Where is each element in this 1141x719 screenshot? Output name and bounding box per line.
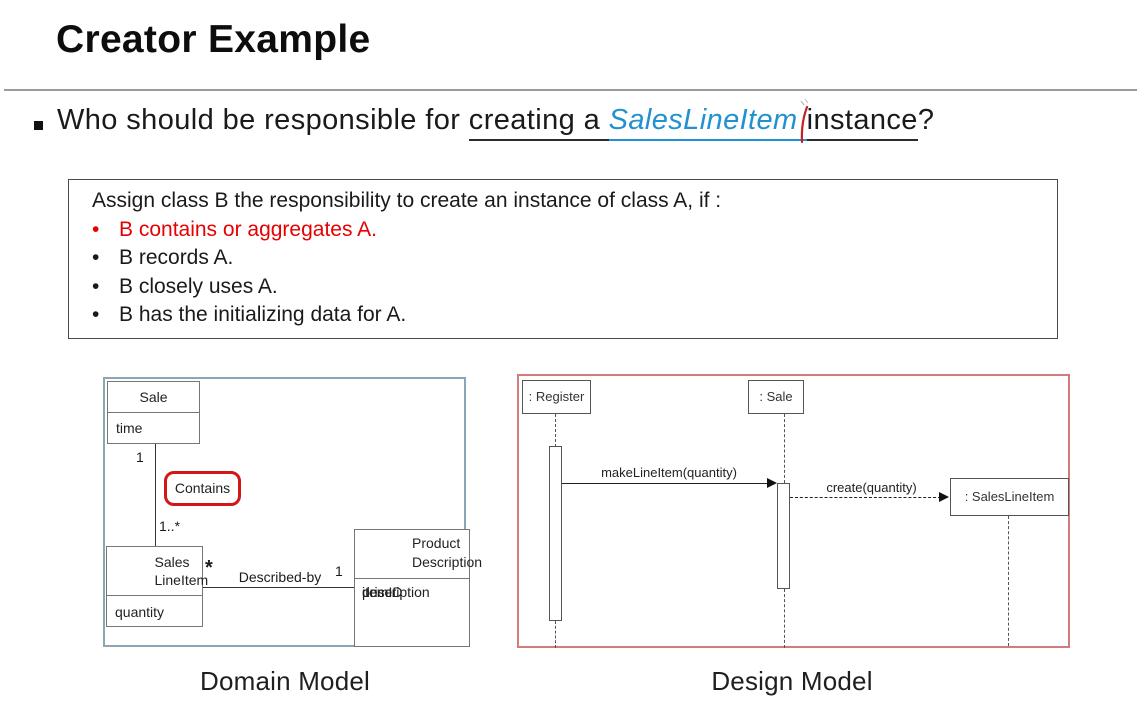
- question-underlined-part1: creating a: [468, 104, 609, 141]
- lifeline-dashed-register: [555, 414, 556, 447]
- rules-intro: Assign class B the responsibility to cre…: [92, 189, 722, 212]
- rule-item-initializing-data: • B has the initializing data for A.: [92, 301, 1047, 330]
- question-line: Who should be responsible for creating a…: [57, 98, 935, 144]
- class-attribute: price: [362, 584, 393, 600]
- rule-text: B has the initializing data for A.: [119, 303, 407, 326]
- creator-rules-box: Assign class B the responsibility to cre…: [68, 179, 1058, 339]
- message-label-create: create(quantity): [826, 480, 917, 495]
- lifeline-dashed-sale: [784, 414, 785, 483]
- design-model-caption: Design Model: [711, 666, 873, 696]
- page-title: Creator Example: [56, 18, 371, 61]
- class-name-line2: Description: [412, 554, 483, 570]
- title-divider: [4, 89, 1137, 91]
- lifeline-box-register: : Register: [522, 380, 591, 414]
- multiplicity-one: 1: [136, 449, 144, 465]
- contains-label-highlight: Contains: [164, 471, 241, 506]
- message-label-makelineitem: makeLineItem(quantity): [601, 465, 737, 480]
- rule-item-contains: • B contains or aggregates A.: [92, 216, 1047, 245]
- class-box-sale: Sale time: [107, 381, 200, 444]
- association-line-described-by: [203, 587, 355, 588]
- class-attribute: time: [116, 420, 143, 436]
- design-model-diagram: : Register : Sale : SalesLineItem makeLi…: [517, 374, 1070, 648]
- multiplicity-one-to-many: 1..*: [159, 518, 181, 534]
- red-slash-icon: [800, 98, 809, 144]
- bullet-icon: •: [92, 303, 100, 326]
- question-class-name: SalesLineItem: [608, 104, 798, 141]
- lifeline-box-sale: : Sale: [748, 380, 804, 414]
- question-suffix: ?: [917, 104, 935, 136]
- arrowhead-icon: [939, 492, 949, 502]
- question-underlined-part2: instance: [806, 104, 918, 141]
- lifeline-dashed-saleslineitem: [1008, 516, 1009, 646]
- domain-model-caption: Domain Model: [199, 666, 371, 696]
- rule-text: B records A.: [119, 246, 234, 269]
- arrowhead-icon: [767, 478, 777, 488]
- class-name-line2: LineItem: [154, 572, 209, 588]
- red-slash-annotation: [797, 98, 809, 144]
- lifeline-dashed-register: [555, 621, 556, 648]
- lifeline-box-saleslineitem: : SalesLineItem: [950, 478, 1069, 516]
- multiplicity-many: *: [205, 557, 213, 579]
- bullet-icon: •: [92, 274, 100, 298]
- class-name: Sale: [108, 382, 199, 413]
- question-prefix: Who should be responsible for: [57, 104, 469, 136]
- class-attribute: itemID: [362, 584, 403, 600]
- message-line-create: [790, 497, 941, 498]
- lifeline-dashed-sale: [784, 589, 785, 648]
- multiplicity-one: 1: [335, 563, 343, 579]
- bullet-icon: •: [92, 246, 100, 269]
- class-attribute: quantity: [115, 604, 165, 620]
- class-name-line1: Sales: [154, 554, 190, 570]
- rule-text: B contains or aggregates A.: [119, 217, 377, 241]
- rule-text: B closely uses A.: [119, 274, 278, 298]
- described-by-label: Described-by: [238, 569, 322, 585]
- message-line-makelineitem: [562, 483, 768, 484]
- class-name-line1: Product: [412, 535, 461, 551]
- activation-bar-sale: [777, 483, 790, 589]
- bullet-square-icon: [34, 121, 43, 130]
- association-line-contains: [155, 444, 156, 548]
- bullet-icon: •: [92, 217, 100, 241]
- rule-item-closely-uses: • B closely uses A.: [92, 273, 1047, 302]
- class-attribute: description: [362, 584, 430, 600]
- rule-item-records: • B records A.: [92, 244, 1047, 273]
- activation-bar-register: [549, 446, 562, 621]
